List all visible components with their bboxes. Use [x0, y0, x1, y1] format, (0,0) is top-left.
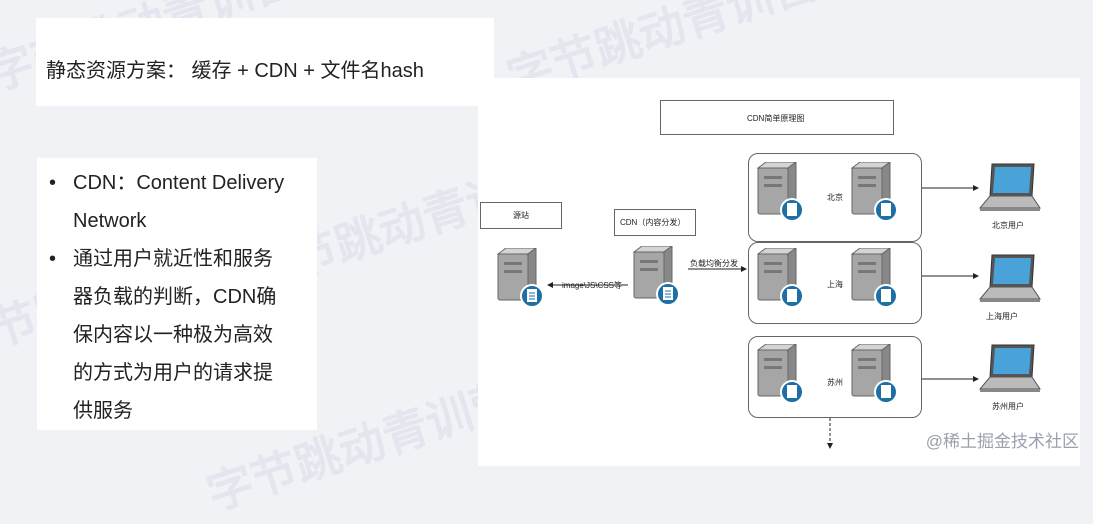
user-label: 苏州用户 — [992, 402, 1024, 411]
beijing-server-2-icon — [850, 162, 898, 222]
bullet-line: 器负载的判断，CDN确 — [73, 286, 277, 308]
region-city-label: 北京 — [827, 193, 843, 202]
slide-title: 静态资源方案： 缓存 + CDN + 文件名hash — [46, 60, 424, 82]
suzhou-server-1-icon — [756, 344, 804, 404]
bullet-line: Network — [73, 210, 147, 232]
beijing-user-laptop-icon — [978, 163, 1041, 211]
cdn-label: CDN（内容分发） — [620, 218, 686, 227]
bullet-line: 通过用户就近性和服务 — [73, 248, 273, 270]
bullet-line: 供服务 — [73, 400, 133, 422]
bullet-item-description: • 通过用户就近性和服务 器负载的判断，CDN确 保内容以一种极为高效 的方式为… — [43, 240, 311, 430]
diagram-title-box: CDN简单原理图 — [660, 100, 894, 135]
title-card: 静态资源方案： 缓存 + CDN + 文件名hash — [36, 18, 494, 106]
origin-label: 源站 — [513, 211, 529, 220]
cdn-diagram: CDN简单原理图 源站 CDN（内容分发） image\JS\CSS等 负载均衡… — [478, 78, 1080, 466]
juejin-watermark-logo: @稀土掘金技术社区 — [925, 432, 1079, 451]
beijing-server-1-icon — [756, 162, 804, 222]
bullet-list: • CDN：Content Delivery Network • 通过用户就近性… — [43, 164, 311, 430]
arrow-right-label: 负载均衡分发 — [690, 259, 738, 268]
cdn-server-icon — [632, 246, 680, 306]
shanghai-server-2-icon — [850, 248, 898, 308]
bullet-card: • CDN：Content Delivery Network • 通过用户就近性… — [37, 158, 317, 430]
suzhou-server-2-icon — [850, 344, 898, 404]
cdn-box: CDN（内容分发） — [614, 209, 696, 236]
origin-server-icon — [496, 248, 544, 308]
user-label: 上海用户 — [986, 312, 1018, 321]
shanghai-server-1-icon — [756, 248, 804, 308]
bullet-line: CDN：Content Delivery — [73, 172, 285, 194]
region-city-label: 苏州 — [827, 378, 843, 387]
bullet-line: 的方式为用户的请求提 — [73, 362, 273, 384]
bullet-item-cdn: • CDN：Content Delivery Network — [43, 164, 311, 240]
user-label: 北京用户 — [992, 221, 1024, 230]
region-city-label: 上海 — [827, 280, 843, 289]
arrow-left-label: image\JS\CSS等 — [562, 281, 623, 290]
bullet-line: 保内容以一种极为高效 — [73, 324, 273, 346]
shanghai-user-laptop-icon — [978, 254, 1041, 302]
origin-box: 源站 — [480, 202, 562, 229]
suzhou-user-laptop-icon — [978, 344, 1041, 392]
diagram-title: CDN简单原理图 — [747, 114, 805, 123]
diagram-connectors — [547, 185, 979, 449]
bullet-marker: • — [49, 248, 57, 270]
bullet-marker: • — [49, 172, 57, 194]
